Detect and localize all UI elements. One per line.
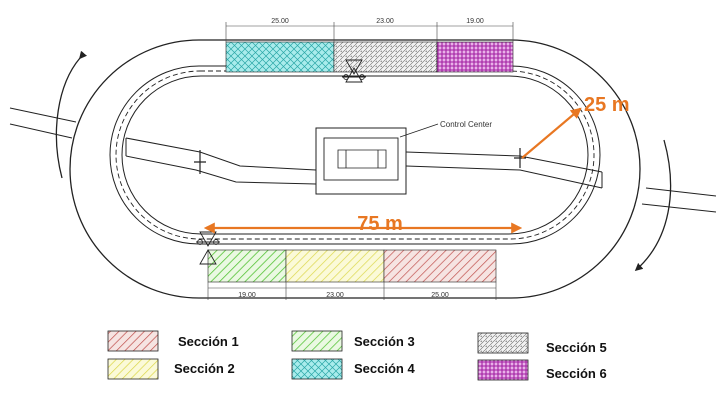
bottom-dimension-line	[207, 282, 497, 300]
control-center-leader	[399, 123, 439, 138]
legend-label-section-1: Sección 1	[178, 334, 239, 349]
access-road-left	[9, 107, 77, 139]
bottom-dimension-1: 19.00	[238, 292, 256, 299]
legend-label-section-6: Sección 6	[546, 366, 607, 381]
legend-label-section-2: Sección 2	[174, 361, 235, 376]
bottom-dimension-2: 23.00	[326, 292, 344, 299]
top-dimension-1: 25.00	[271, 18, 289, 25]
road-marker-right	[514, 148, 526, 168]
gate-top-icon	[342, 59, 366, 83]
legend-swatch-section-2	[107, 358, 159, 380]
top-dimension-line	[225, 22, 514, 42]
top-dimension-2: 23.00	[376, 18, 394, 25]
top-dimension-3: 19.00	[466, 18, 484, 25]
legend-swatch-section-4	[291, 358, 343, 380]
radius-arrow	[521, 107, 582, 159]
access-road-right	[641, 187, 717, 213]
inner-road	[125, 137, 603, 189]
section-4-top	[225, 41, 335, 73]
section-3-bottom	[207, 249, 287, 283]
lane-inner-edge	[121, 75, 589, 235]
legend-label-section-5: Sección 5	[546, 340, 607, 355]
outer-track	[69, 39, 641, 299]
legend-label-section-4: Sección 4	[354, 361, 415, 376]
legend-swatch-section-3	[291, 330, 343, 352]
legend-label-section-3: Sección 3	[354, 334, 415, 349]
legend-swatch-section-1	[107, 330, 159, 352]
road-marker-left	[194, 150, 206, 174]
control-center-room	[337, 149, 387, 169]
control-center-building	[315, 127, 407, 195]
length-label: 75 m	[357, 213, 403, 235]
radius-label: 25 m	[584, 94, 630, 116]
section-5-top	[333, 41, 438, 73]
legend-swatch-section-5	[477, 332, 529, 354]
direction-arrow-left-icon	[55, 50, 88, 179]
section-1-bottom	[383, 249, 497, 283]
section-2-bottom	[285, 249, 385, 283]
direction-arrow-right-icon	[634, 139, 672, 272]
control-center-label: Control Center	[440, 120, 492, 129]
legend-swatch-section-6	[477, 359, 529, 381]
control-center-inner	[323, 137, 399, 181]
bottom-dimension-3: 25.00	[431, 292, 449, 299]
section-6-top	[436, 41, 514, 73]
legend: Sección 1 Sección 2 Sección 3 Sección 4 …	[107, 330, 607, 381]
